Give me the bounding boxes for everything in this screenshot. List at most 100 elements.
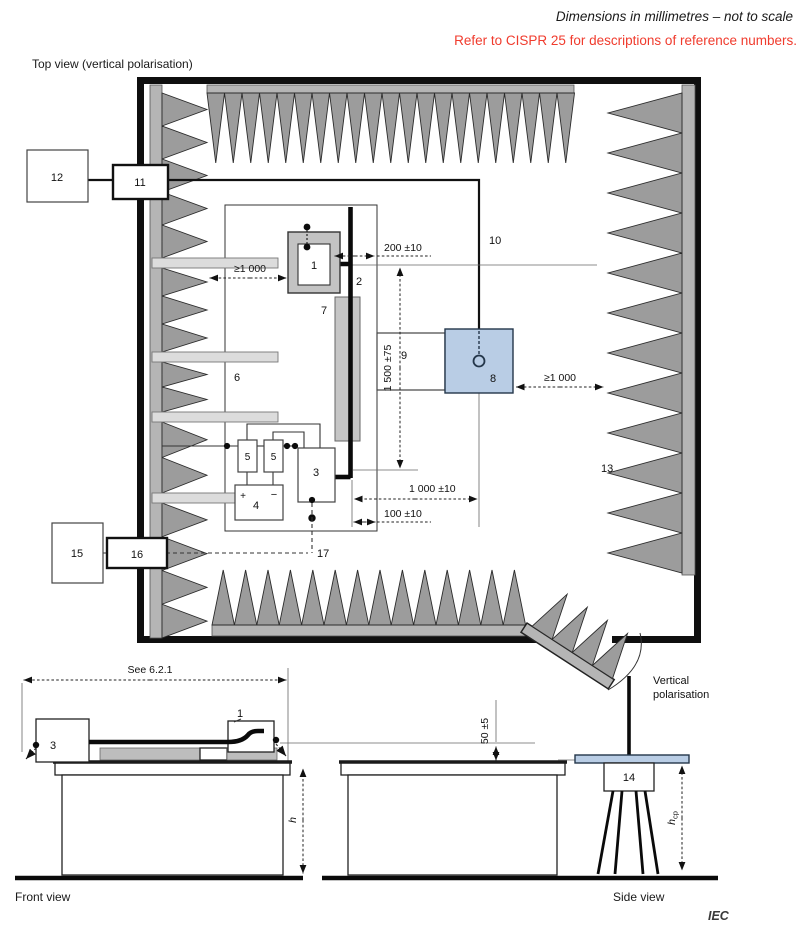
absorber-cone [451, 92, 471, 164]
label-5b: 5 [271, 452, 277, 463]
hcp-h: h [666, 819, 678, 825]
load-dot-1 [308, 496, 316, 504]
iec-mark: IEC [708, 909, 730, 923]
antenna-unit-14 [603, 762, 655, 792]
label-3: 3 [313, 467, 319, 479]
absorber-backing-bottom [211, 624, 526, 637]
absorber-cone [161, 323, 209, 353]
label-7: 7 [321, 305, 327, 317]
bench-tabletop-side [340, 761, 566, 776]
dim-h-text: h [287, 817, 299, 823]
an-wire-outer [246, 423, 321, 448]
top-view-title: Top view (vertical polarisation) [32, 57, 193, 71]
absorber-cone [206, 92, 226, 164]
absorber-backing-right [681, 84, 696, 576]
absorber-cone [346, 92, 366, 164]
eut-port-dot [303, 223, 311, 231]
label-minus: − [271, 489, 277, 501]
dim-100-text: 100 ±10 [384, 508, 422, 520]
label-front-1-leader [233, 718, 242, 723]
absorber-cone [161, 224, 209, 259]
ground-plane-gap [199, 747, 228, 761]
ground-tie-right [275, 743, 287, 757]
absorber-cone [416, 92, 436, 164]
wire-dot-3 [291, 442, 299, 450]
dim-see-621-text: See 6.2.1 [128, 664, 173, 676]
label-9: 9 [401, 350, 407, 362]
absorber-cone [328, 92, 348, 164]
instrument-box-15 [51, 522, 104, 584]
bench-body-front [61, 774, 284, 876]
absorber-cone [363, 92, 383, 164]
side-view-label: Side view [613, 890, 665, 904]
chamber-door [519, 592, 629, 690]
absorber-cone [606, 332, 683, 374]
antenna-element-circle [472, 354, 486, 368]
absorber-cone [161, 536, 209, 572]
label-4: 4 [253, 500, 259, 512]
absorber-cone [256, 569, 280, 626]
ground-tie-left [25, 747, 37, 760]
absorber-cone [551, 605, 589, 654]
absorber-cone [390, 569, 415, 626]
label-plus: + [240, 491, 246, 502]
label-14: 14 [623, 772, 635, 784]
power-supply-4 [234, 484, 284, 521]
label-10: 10 [489, 235, 501, 247]
absorber-cones-left-4 [161, 421, 209, 494]
absorber-cone [161, 191, 209, 226]
absorber-cone [531, 592, 569, 641]
harness-dot-right [272, 736, 280, 744]
absorber-cone [606, 172, 683, 214]
load-simulator-3 [297, 447, 336, 503]
dim-50-text: 50 ±5 [479, 718, 491, 744]
bench-body-side [347, 774, 558, 876]
dim-50: 50 ±5 [479, 700, 500, 761]
ground-plane-strip-1 [99, 747, 201, 761]
dim-hcp: hcp [666, 765, 686, 871]
dim-200: 200 ±10 [334, 242, 431, 260]
dimensions-note: Dimensions in millimetres – not to scale [556, 9, 793, 24]
polarisation-label-line2: polarisation [653, 689, 709, 701]
eut-front [227, 720, 275, 753]
eut-box [297, 243, 331, 286]
instrument-box-12 [26, 149, 89, 203]
absorber-cone [211, 569, 235, 626]
absorber-cone [457, 569, 482, 626]
absorber-cone [323, 569, 347, 626]
absorber-cone [223, 92, 243, 164]
absorber-cone [503, 92, 523, 164]
dim-1500-text: 1 500 ±75 [382, 345, 394, 392]
absorber-cone [293, 92, 313, 164]
cispr-reference-note: Refer to CISPR 25 for descriptions of re… [454, 33, 797, 48]
absorber-cone [398, 92, 418, 164]
feedthrough-box-16 [105, 536, 169, 570]
absorber-cone [161, 361, 209, 388]
dim-1000-text: 1 000 ±10 [409, 483, 456, 495]
front-view-label: Front view [15, 890, 71, 904]
absorber-cone [161, 92, 209, 127]
dim-200-text: 200 ±10 [384, 242, 422, 254]
hcp-sub: cp [671, 811, 680, 819]
wire-dot-1 [223, 442, 231, 450]
dim-hcp-text: hcp [666, 811, 680, 825]
label-15: 15 [71, 548, 83, 560]
label-front-3: 3 [50, 740, 56, 752]
absorber-cone [606, 92, 683, 134]
absorber-cone [606, 372, 683, 414]
absorber-cone [161, 125, 209, 160]
an-wire-inner [272, 431, 305, 448]
dim-see-621: See 6.2.1 [21, 664, 289, 762]
antenna-feed-9 [376, 332, 446, 391]
label-1: 1 [311, 260, 317, 272]
dim-h: h [287, 768, 307, 874]
absorber-cone [381, 92, 401, 164]
absorber-cones-left-1 [161, 92, 209, 259]
absorber-cone [480, 569, 504, 626]
label-11: 11 [134, 177, 145, 189]
eut-connector-dot [303, 243, 311, 251]
absorber-cone [606, 292, 683, 334]
label-13: 13 [601, 463, 613, 475]
